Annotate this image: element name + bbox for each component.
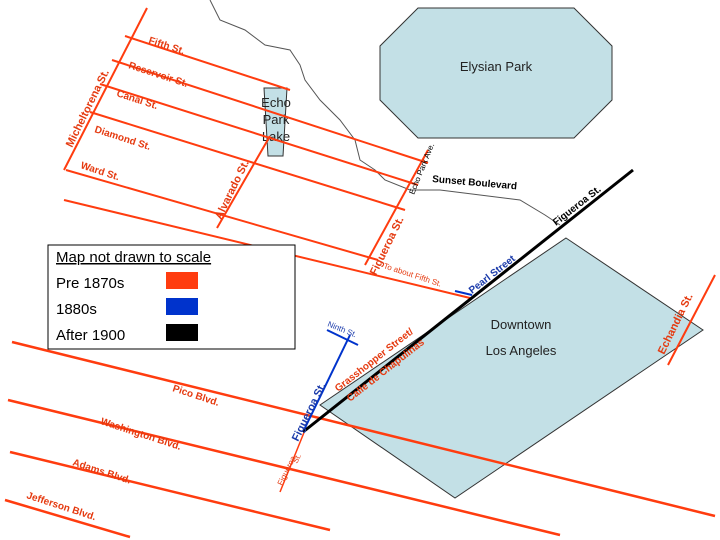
legend-item-label: Pre 1870s — [56, 275, 124, 292]
legend-item-label: After 1900 — [56, 327, 125, 344]
sunset-boulevard-label: Sunset Boulevard — [432, 174, 518, 192]
legend-title: Map not drawn to scale — [56, 249, 211, 266]
echo-park-ave-label: Echo Park Ave. — [408, 142, 437, 196]
ward-street — [65, 169, 379, 261]
adams-blvd-label: Adams Blvd. — [71, 457, 132, 486]
micheltorena-street — [63, 7, 148, 171]
pico-blvd — [11, 340, 716, 518]
elysian-park-label: Elysian Park — [460, 59, 533, 74]
downtown-area — [319, 237, 704, 499]
washington-blvd — [7, 398, 561, 537]
fifth-street-label: Fifth St. — [147, 35, 186, 57]
figueroa-black-label: Figueroa St. — [551, 184, 603, 228]
washington-blvd-label: Washington Blvd. — [99, 416, 183, 453]
alvarado-street-label: Alvarado St. — [213, 158, 252, 221]
reservoir-street — [111, 59, 429, 164]
figueroa-street-south — [279, 429, 306, 493]
legend-swatch-after-1900 — [166, 324, 198, 341]
elysian-park-area — [379, 7, 613, 139]
jefferson-blvd — [4, 498, 131, 539]
canal-street-label: Canal St. — [115, 88, 159, 112]
alvarado-street — [216, 135, 271, 229]
legend-swatch-pre-1870s — [166, 272, 198, 289]
figueroa-street-north — [364, 149, 429, 266]
downtown-label-line1: Downtown — [491, 317, 552, 332]
echo-park-lake-label-1: Echo — [261, 95, 291, 110]
reservoir-street-label: Reservoir St. — [127, 60, 189, 90]
1880s-streets — [302, 290, 473, 433]
legend-swatch-1880s — [166, 298, 198, 315]
figueroa-street-blue — [302, 334, 351, 433]
fifth-street — [124, 35, 291, 91]
pearl-street-spur — [454, 290, 473, 296]
canal-street — [99, 83, 419, 186]
southern-boulevards — [4, 340, 716, 539]
figueroa-black-line — [302, 168, 634, 434]
legend-item-label: 1880s — [56, 301, 97, 318]
echandia-street — [667, 274, 716, 366]
ninth-street — [326, 329, 359, 346]
figueroa-south-label-2: St. — [291, 452, 303, 465]
echo-park-lake-area — [263, 87, 288, 157]
echo-park-lake-label-3: Lake — [262, 129, 290, 144]
adams-blvd — [9, 450, 331, 532]
jefferson-blvd-label: Jefferson Blvd. — [25, 490, 97, 523]
legend: Map not drawn to scale Pre 1870s 1880s A… — [47, 244, 296, 350]
diamond-street — [89, 111, 406, 211]
downtown-label-line2: Los Angeles — [486, 343, 557, 358]
